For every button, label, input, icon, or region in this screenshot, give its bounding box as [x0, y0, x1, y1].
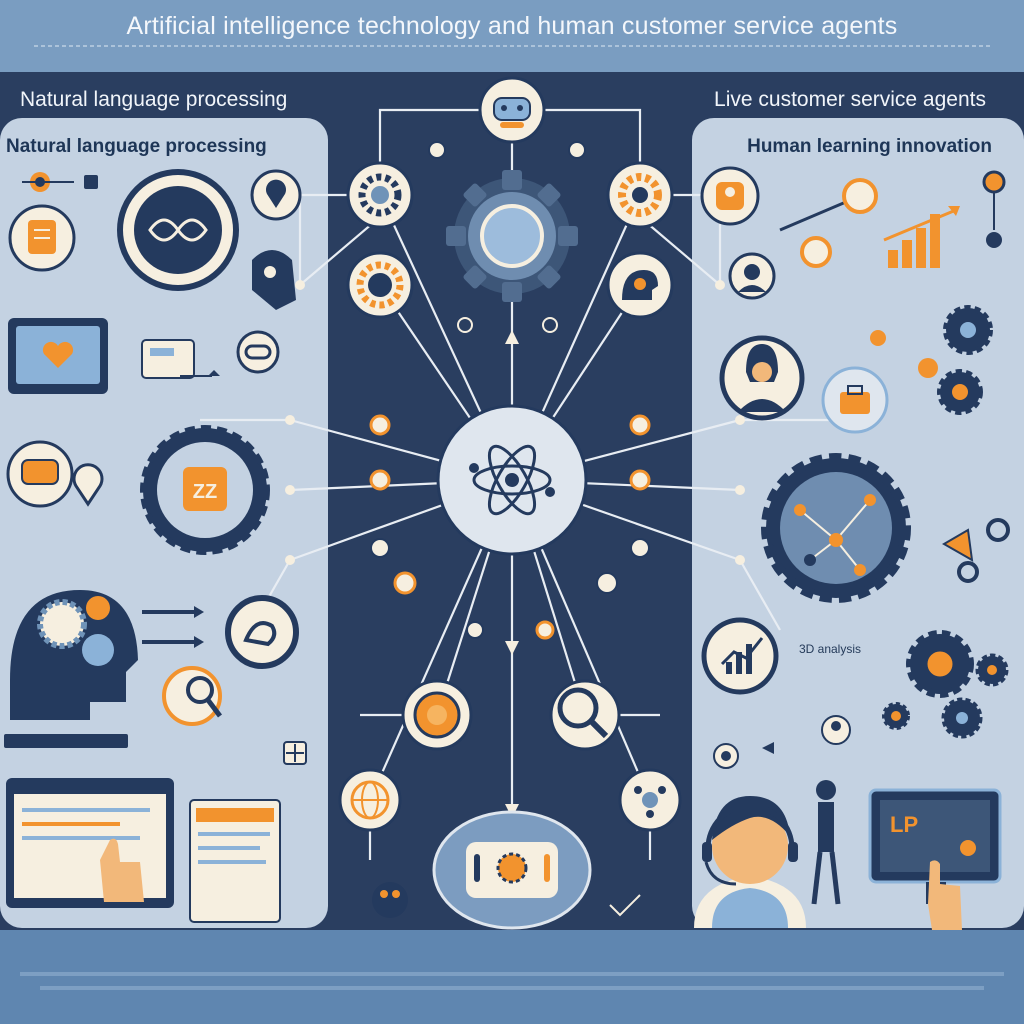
robot-node [478, 76, 546, 144]
gear-pair-icon [882, 630, 1009, 739]
dashboard-panel-node [432, 810, 592, 930]
title-band [0, 0, 1024, 72]
footer-text-line [20, 972, 1004, 976]
down-arrow-icon [505, 641, 519, 655]
check-icon [609, 894, 641, 917]
svg-text:ZZ: ZZ [193, 481, 217, 503]
three-d-label: 3D analysis [798, 642, 862, 656]
speech-bubble-icon [6, 440, 74, 508]
human-head-gears-icon [10, 590, 138, 720]
link-icon [236, 330, 280, 374]
globe-node [338, 768, 402, 832]
keyboard-bar [4, 734, 128, 748]
orange-node-icon [22, 172, 98, 192]
gears-cluster-icon [870, 305, 993, 415]
user-pin-icon [700, 166, 760, 226]
laptop-screen-icon [6, 778, 174, 908]
orange-chip-node [401, 679, 473, 751]
ai-processor-gear-icon: ZZ [140, 425, 270, 555]
left-section-heading: Natural language processing [20, 88, 288, 111]
head-gear-node [606, 251, 674, 319]
agent-avatar-icon [728, 252, 776, 300]
small-user-icons [713, 715, 851, 769]
helper-robot-icon [372, 882, 408, 918]
grid-icon [283, 741, 307, 765]
nlp-brain-circle-icon [117, 169, 239, 291]
up-arrow-icon [505, 330, 519, 344]
robot-hand-icon [225, 595, 299, 669]
central-gear-icon [446, 170, 578, 302]
robot-figure-icon [811, 780, 841, 905]
chat-heart-screen-icon [8, 318, 108, 394]
web-page-icon [189, 799, 281, 923]
left-panel-title: Natural language processing [6, 136, 267, 157]
woman-avatar-icon [719, 335, 805, 421]
growth-chart-icon [779, 178, 960, 268]
drone-arm-icon [942, 518, 1010, 583]
support-agent-headset-icon [694, 796, 806, 928]
orange-gear-node [606, 161, 674, 229]
page-title: Artificial intelligence technology and h… [126, 12, 898, 40]
network-node [618, 768, 682, 832]
map-marker-icon [72, 463, 104, 507]
chart-circle-icon [701, 617, 779, 695]
document-icon [8, 204, 76, 272]
big-network-gear-icon [761, 453, 911, 603]
arrows-icon [142, 606, 204, 648]
gear-node [346, 161, 414, 229]
atom-hub-icon [436, 404, 588, 556]
svg-text:LP: LP [890, 812, 918, 837]
footer-text-line [40, 986, 984, 990]
search-magnifier-icon [162, 666, 222, 726]
brain-gear-node [346, 251, 414, 319]
footer-band [0, 930, 1024, 1024]
connector-dots [285, 141, 745, 640]
card-icon [141, 339, 220, 379]
monitor-screen-icon: LP [868, 788, 1002, 930]
robot-head-icon [252, 250, 296, 310]
location-pin-icon [250, 169, 302, 221]
briefcase-icon [821, 366, 889, 434]
target-node [549, 679, 621, 751]
right-panel-title: Human learning innovation [747, 136, 992, 157]
network-nodes-icon [982, 170, 1006, 248]
right-section-heading: Live customer service agents [714, 88, 986, 111]
